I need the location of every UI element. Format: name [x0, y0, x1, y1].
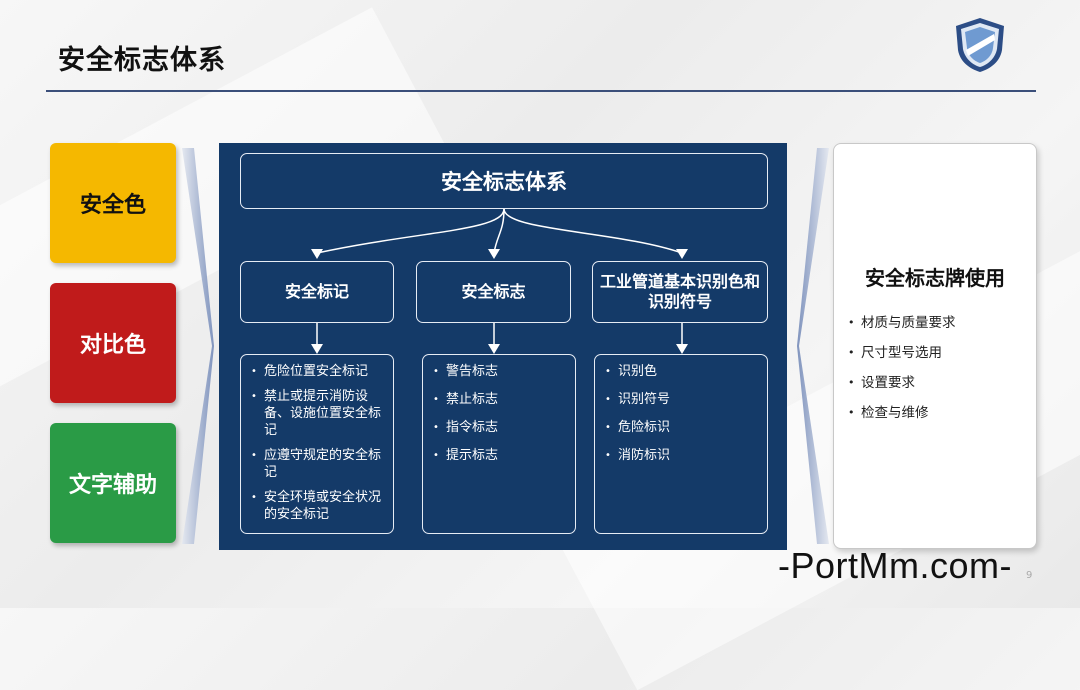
card-title: 安全标志牌使用 [865, 266, 1005, 290]
list-item: 尺寸型号选用 [848, 344, 956, 362]
branch-list-safety-marks: 危险位置安全标记 禁止或提示消防设备、设施位置安全标记 应遵守规定的安全标记 安… [240, 354, 394, 534]
page-title: 安全标志体系 [58, 45, 226, 76]
list-item: 危险标识 [605, 419, 761, 436]
list-item: 危险位置安全标记 [251, 363, 387, 380]
title-divider [46, 90, 1036, 92]
branch-heading-pipeline-colors: 工业管道基本识别色和识别符号 [592, 261, 768, 323]
contrast-color-box: 对比色 [50, 283, 176, 403]
list-item: 警告标志 [433, 363, 569, 380]
list-item: 安全环境或安全状况的安全标记 [251, 489, 387, 523]
chevron-left-icon [797, 148, 829, 544]
list-item: 应遵守规定的安全标记 [251, 447, 387, 481]
watermark-text: -PortMm.com- [778, 545, 1012, 586]
list-item: 消防标识 [605, 447, 761, 464]
text-aid-box: 文字辅助 [50, 423, 176, 543]
list-item: 设置要求 [848, 374, 956, 392]
branch-heading-safety-signs: 安全标志 [416, 261, 571, 323]
connector-lines [311, 208, 688, 354]
root-node: 安全标志体系 [240, 153, 768, 209]
signboard-usage-card: 安全标志牌使用 材质与质量要求 尺寸型号选用 设置要求 检查与维修 [833, 143, 1037, 549]
list-item: 提示标志 [433, 447, 569, 464]
safety-color-box: 安全色 [50, 143, 176, 263]
list-item: 识别色 [605, 363, 761, 380]
branch-list-pipeline-colors: 识别色 识别符号 危险标识 消防标识 [594, 354, 768, 534]
chevron-right-icon [182, 148, 214, 544]
branch-heading-safety-marks: 安全标记 [240, 261, 394, 323]
list-item: 识别符号 [605, 391, 761, 408]
branch-list-safety-signs: 警告标志 禁止标志 指令标志 提示标志 [422, 354, 576, 534]
list-item: 检查与维修 [848, 404, 956, 422]
page-number: 9 [1026, 570, 1033, 581]
list-item: 材质与质量要求 [848, 314, 956, 332]
shield-logo-icon [956, 18, 1004, 72]
diagram-panel: 安全标志体系 安全标记 安全标志 工业管道基本识别色和识别符号 危险位置安全标记… [219, 143, 787, 550]
list-item: 指令标志 [433, 419, 569, 436]
list-item: 禁止或提示消防设备、设施位置安全标记 [251, 388, 387, 439]
list-item: 禁止标志 [433, 391, 569, 408]
